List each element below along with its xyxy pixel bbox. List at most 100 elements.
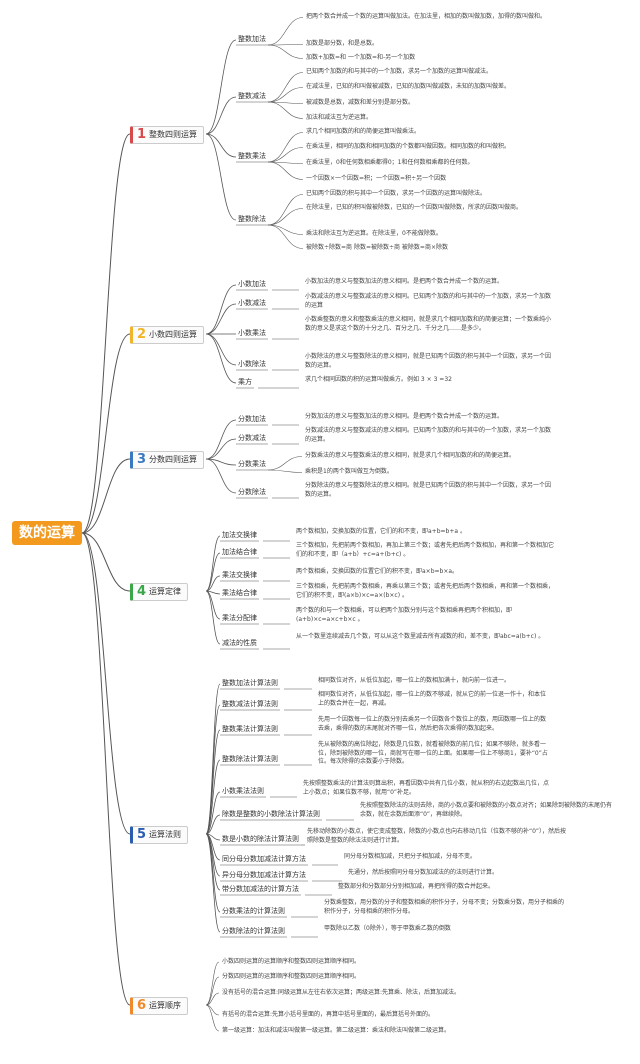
connector bbox=[205, 458, 237, 466]
subtopic-node[interactable]: 乘方 bbox=[238, 378, 252, 386]
leaf-node[interactable]: 两个数相乘，交换因数的位置它们的积不变，即a×b=b×a。 bbox=[296, 568, 459, 575]
subtopic-node[interactable]: 小数减法 bbox=[238, 299, 266, 307]
leaf-node[interactable]: 把两个数合并成一个数的运算叫做加法。在加法里，相加的数叫做加数，加得的数叫做和。 bbox=[306, 13, 547, 20]
subtopic-node[interactable]: 分数减法 bbox=[238, 434, 266, 442]
subtopic-node[interactable]: 乘法交换律 bbox=[222, 571, 257, 579]
root-node[interactable]: 数的运算 bbox=[12, 521, 82, 545]
leaf-node[interactable]: 在乘法里，相同的加数和相同加数的个数都叫做因数。相同加数的和叫做积。 bbox=[306, 143, 511, 150]
leaf-node[interactable]: 在除法里，已知的积叫做被除数，已知的一个因数叫做除数，所求的因数叫做商。 bbox=[306, 204, 523, 211]
leaf-node[interactable]: 加数+加数=和 一个加数=和-另一个加数 bbox=[306, 54, 416, 61]
connector bbox=[267, 161, 304, 180]
connector bbox=[205, 438, 237, 460]
subtopic-node[interactable]: 异分母分数加减法计算方法 bbox=[222, 871, 306, 879]
leaf-node[interactable]: 分数加法的意义与整数加法的意义相同。是把两个数合并成一个数的运算。 bbox=[305, 413, 504, 420]
leaf-node[interactable]: 乘法和除法互为逆运算。在除法里，0不能做除数。 bbox=[306, 230, 442, 237]
leaf-node[interactable]: 在乘法里，0和任何数相乘都得0；1和任何数相乘都的任何数。 bbox=[306, 159, 474, 166]
subtopic-node[interactable]: 除数是整数的小数除法计算法则 bbox=[222, 810, 320, 818]
leaf-node[interactable]: 小数四则运算的运算顺序和整数四则运算顺序相同。 bbox=[222, 958, 361, 965]
leaf-node[interactable]: 有括号的混合运算:先算小括号里面的，再算中括号里面的，最后算括号外面的。 bbox=[222, 1011, 435, 1018]
category-number: 1 bbox=[137, 127, 147, 142]
leaf-node[interactable]: 分数乘法的意义与整数乘法的意义相同，就是求几个相同加数的和的简便运算。 bbox=[305, 452, 516, 459]
subtopic-node[interactable]: 分数乘法的计算法则 bbox=[222, 907, 285, 915]
connector bbox=[267, 44, 304, 59]
leaf-node[interactable]: 加法和减法互为逆运算。 bbox=[306, 114, 373, 121]
subtopic-node[interactable]: 整数减法 bbox=[238, 92, 266, 100]
leaf-node[interactable]: 分数乘整数，用分数的分子和整数相乘的积作分子，分母不变；分数乘分数，用分子相乘的… bbox=[324, 899, 565, 915]
leaf-node[interactable]: 小数除法的意义与整数除法的意义相同，就是已知两个因数的积与其中一个因数，求另一个… bbox=[305, 353, 552, 369]
subtopic-node[interactable]: 乘法结合律 bbox=[222, 589, 257, 597]
subtopic-node[interactable]: 小数乘法 bbox=[238, 329, 266, 337]
leaf-node[interactable]: 分数四则运算的运算顺序和整数四则运算顺序相同。 bbox=[222, 973, 361, 980]
leaf-node[interactable]: 先按照整数除法的法则去除，商的小数点要和被除数的小数点对齐；如果除到被除数的末尾… bbox=[360, 802, 613, 818]
leaf-node[interactable]: 从一个数里连续减去几个数，可以从这个数里减去所有减数的和，差不变，即abc=a(… bbox=[296, 633, 545, 640]
leaf-node[interactable]: 小数减法的意义与整数减法的意义相同。已知两个加数的和与其中的一个加数，求另一个加… bbox=[305, 293, 552, 309]
leaf-node[interactable]: 求几个相同因数的积的运算叫做乘方。例如 3 × 3 =32 bbox=[305, 376, 452, 383]
leaf-node[interactable]: 先按照整数乘法的计算法则算出积，再看因数中共有几位小数，就从积的右边起数出几位，… bbox=[303, 780, 550, 796]
connector bbox=[205, 333, 237, 366]
leaf-node[interactable]: 分数减法的意义与整数减法的意义相同。已知两个加数的和与其中的一个加数，求另一个加… bbox=[305, 427, 552, 443]
leaf-node[interactable]: 相同数位对齐，从低位加起，哪一位上的数不够减，就从它的前一位退一作十，和本位上的… bbox=[318, 691, 547, 707]
subtopic-node[interactable]: 整数加法 bbox=[238, 35, 266, 43]
leaf-node[interactable]: 小数加法的意义与整数加法的意义相同。是把两个数合并成一个数的运算。 bbox=[305, 278, 504, 285]
leaf-node[interactable]: 相同数位对齐，从低位加起，哪一位上的数相加满十，就向前一位进一。 bbox=[318, 677, 511, 684]
subtopic-node[interactable]: 分数加法 bbox=[238, 415, 266, 423]
category-number: 6 bbox=[137, 998, 147, 1013]
subtopic-node[interactable]: 乘法分配律 bbox=[222, 614, 257, 622]
connector bbox=[81, 532, 131, 1006]
subtopic-node[interactable]: 小数加法 bbox=[238, 280, 266, 288]
subtopic-node[interactable]: 小数除法 bbox=[238, 360, 266, 368]
leaf-node[interactable]: 乘积是1的两个数叫做互为倒数。 bbox=[305, 468, 393, 475]
leaf-node[interactable]: 被除数÷除数=商 除数=被除数÷商 被除数=商×除数 bbox=[306, 244, 448, 251]
subtopic-node[interactable]: 减法的性质 bbox=[222, 639, 257, 647]
leaf-node[interactable]: 两个数相加，交换加数的位置，它们的和不变，即a+b=b+a 。 bbox=[296, 528, 466, 535]
subtopic-node[interactable]: 分数乘法 bbox=[238, 460, 266, 468]
leaf-node[interactable]: 已知两个因数的积与其中一个因数，求另一个因数的运算叫做除法。 bbox=[306, 190, 487, 197]
connector bbox=[205, 303, 237, 335]
subtopic-node[interactable]: 整数除法 bbox=[238, 215, 266, 223]
connector bbox=[81, 532, 131, 592]
subtopic-node[interactable]: 分数除法的计算法则 bbox=[222, 927, 285, 935]
subtopic-node[interactable]: 整数乘法计算法则 bbox=[222, 725, 278, 733]
subtopic-node[interactable]: 整数加法计算法则 bbox=[222, 679, 278, 687]
subtopic-node[interactable]: 带分数加减法的计算方法 bbox=[222, 885, 299, 893]
subtopic-node[interactable]: 分数除法 bbox=[238, 488, 266, 496]
leaf-node[interactable]: 先移动除数的小数点，使它变成整数，除数的小数点也向右移动几位（位数不够的补“0”… bbox=[307, 828, 567, 844]
connector bbox=[267, 132, 304, 163]
leaf-node[interactable]: 整数部分和分数部分分别相加减，再把所得的数合并起来。 bbox=[338, 883, 495, 890]
subtopic-node[interactable]: 加法交换律 bbox=[222, 531, 257, 539]
leaf-node[interactable]: 求几个相同加数的和的简便运算叫做乘法。 bbox=[306, 128, 421, 135]
subtopic-node[interactable]: 整数除法计算法则 bbox=[222, 755, 278, 763]
leaf-node[interactable]: 第一级运算：加法和减法叫做第一级运算。第二级运算：乘法和除法叫做第二级运算。 bbox=[222, 1027, 451, 1034]
leaf-node[interactable]: 被减数是总数，减数和差分别是部分数。 bbox=[306, 99, 415, 106]
subtopic-node[interactable]: 小数乘法法则 bbox=[222, 787, 264, 795]
leaf-node[interactable]: 先从被除数的高位除起，除数是几位数，就看被除数的前几位；如果不够除，就多看一位，… bbox=[318, 741, 548, 765]
connector bbox=[205, 39, 237, 135]
connector bbox=[205, 814, 221, 835]
leaf-node[interactable]: 加数是部分数，和是总数。 bbox=[306, 40, 379, 47]
leaf-node[interactable]: 两个数的和与一个数相乘，可以把两个加数分别与这个数相乘再把两个积相加，即(a+b… bbox=[296, 607, 513, 623]
leaf-node[interactable]: 三个数相加，先把前两个数相加，再加上第三个数；或者先把后两个数相加，再和第一个数… bbox=[296, 542, 555, 558]
subtopic-node[interactable]: 整数乘法 bbox=[238, 152, 266, 160]
leaf-node[interactable]: 甲数除以乙数（0除外），等于甲数乘乙数的倒数 bbox=[324, 925, 451, 932]
leaf-node[interactable]: 小数乘整数的意义和整数乘法的意义相同，就是求几个相同加数和的简便运算；一个数乘纯… bbox=[305, 316, 552, 332]
leaf-node[interactable]: 先用一个因数每一位上的数分别去乘另一个因数各个数位上的数，用因数哪一位上的数去乘… bbox=[318, 716, 547, 732]
subtopic-node[interactable]: 同分母分数加减法计算方法 bbox=[222, 855, 306, 863]
leaf-node[interactable]: 在减法里，已知的和叫做被减数，已知的加数叫做减数，未知的加数叫做差。 bbox=[306, 83, 511, 90]
leaf-node[interactable]: 一个因数×一个因数=积；一个因数=积÷另一个因数 bbox=[306, 175, 447, 182]
subtopic-node[interactable]: 数是小数的除法计算法则 bbox=[222, 835, 299, 843]
leaf-node[interactable]: 已知两个加数的和与其中的一个加数，求另一个加数的运算叫做减法。 bbox=[306, 68, 493, 75]
subtopic-node[interactable]: 整数减法计算法则 bbox=[222, 700, 278, 708]
leaf-node[interactable]: 分数除法的意义与整数除法的意义相同。就是已知两个因数的积与其中一个因数，求另一个… bbox=[305, 482, 552, 498]
leaf-node[interactable]: 没有括号的混合运算:同级运算从左往右依次运算；两级运算:先算乘、除法，后算加减法… bbox=[222, 989, 461, 996]
leaf-node[interactable]: 同分母分数相加减，只把分子相加减，分母不变。 bbox=[344, 853, 477, 860]
connector bbox=[81, 133, 131, 534]
leaf-node[interactable]: 三个数相乘，先把前两个数相乘，再乘以第三个数；或者先把后两个数相乘，再和第一个数… bbox=[296, 583, 555, 599]
leaf-node[interactable]: 先通分，然后按照同分母分数加减法的的法则进行计算。 bbox=[348, 869, 499, 876]
subtopic-node[interactable]: 加法结合律 bbox=[222, 548, 257, 556]
